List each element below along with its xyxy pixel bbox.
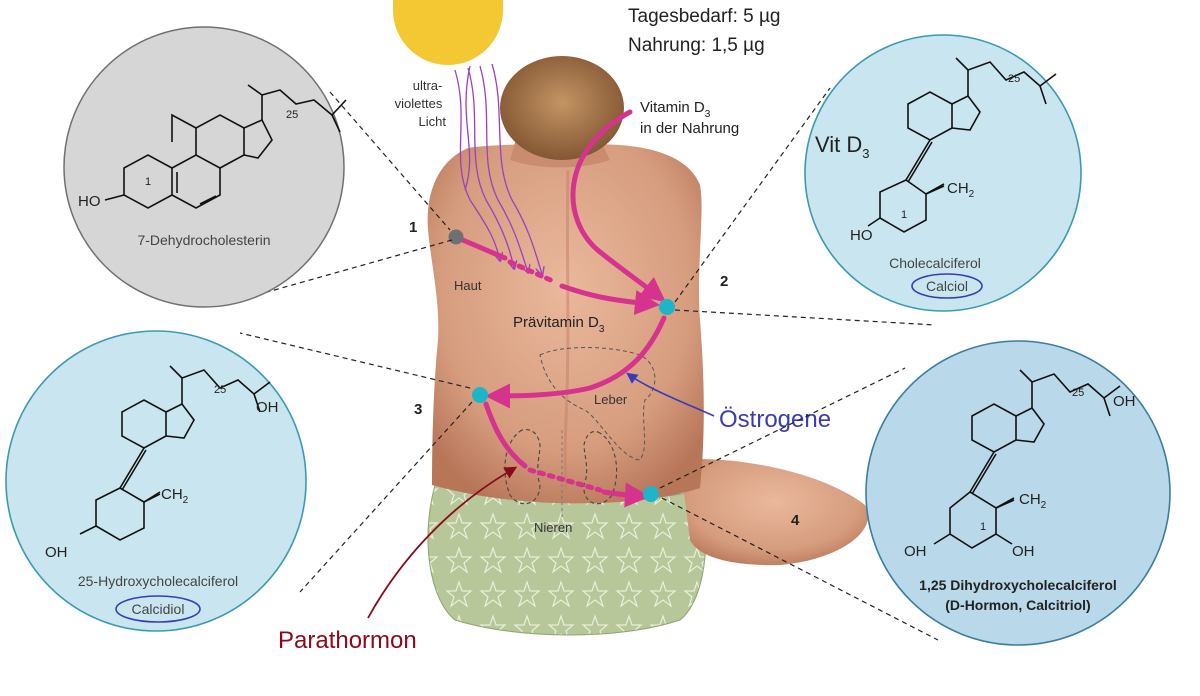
node-skin xyxy=(448,229,464,245)
molecule-name: 7-Dehydrocholesterin xyxy=(137,232,270,248)
svg-text:1: 1 xyxy=(145,176,151,188)
dietary-vitd-label: Vitamin D3 xyxy=(640,99,711,120)
step-2: 2 xyxy=(720,273,728,290)
metabolic-pathway xyxy=(455,109,667,508)
parathormon-label: Parathormon xyxy=(278,627,417,654)
svg-text:CH2: CH2 xyxy=(1019,491,1047,511)
oestrogene-label: Östrogene xyxy=(719,406,831,433)
svg-text:OH: OH xyxy=(1012,543,1035,560)
liver-label: Leber xyxy=(594,392,628,407)
torso xyxy=(427,143,704,504)
skin-label: Haut xyxy=(454,278,482,293)
molecule-calciol: Vit D3 CH2 HO 25 1 Cholecalciferol Calci… xyxy=(804,34,1082,312)
uv-label: ultra- violettes Licht xyxy=(395,78,447,129)
svg-text:CH2: CH2 xyxy=(947,180,975,200)
vit-d3-tag: Vit D3 xyxy=(815,132,870,161)
uv-rays xyxy=(454,63,542,274)
molecule-name: Cholecalciferol xyxy=(889,255,981,271)
molecule-name: 1,25 Dihydroxycholecalciferol xyxy=(919,577,1117,593)
molecule-name: 25-Hydroxycholecalciferol xyxy=(78,573,238,589)
svg-text:1: 1 xyxy=(901,209,907,221)
svg-text:OH: OH xyxy=(904,543,927,560)
svg-text:25: 25 xyxy=(286,109,298,121)
svg-text:HO: HO xyxy=(850,227,873,244)
step-1: 1 xyxy=(409,219,417,236)
molecule-calcidiol: CH2 OH OH 25 25-Hydroxycholecalciferol C… xyxy=(5,330,307,632)
food-intake-text: Nahrung: 1,5 µg xyxy=(628,35,765,56)
node-calciol xyxy=(659,299,675,315)
node-calcitriol xyxy=(643,486,659,502)
svg-text:1: 1 xyxy=(980,521,986,533)
head-hair xyxy=(500,56,624,160)
molecule-short-name: Calciol xyxy=(926,278,968,294)
dietary-vitd-label-2: in der Nahrung xyxy=(640,120,739,137)
molecule-name-2: (D-Hormon, Calcitriol) xyxy=(945,597,1090,613)
parathormon-arrow xyxy=(367,466,518,619)
node-calcidiol xyxy=(472,387,488,403)
step-3: 3 xyxy=(414,401,422,418)
svg-text:25: 25 xyxy=(1008,73,1020,85)
cloth-wrap xyxy=(427,484,707,636)
human-back-figure: Haut Prävitamin D3 Leber Nieren xyxy=(427,56,869,636)
svg-text:HO: HO xyxy=(78,193,101,210)
svg-text:OH: OH xyxy=(1113,393,1136,410)
molecule-7-dehydrocholesterin: HO 25 1 7-Dehydrocholesterin xyxy=(63,26,347,308)
previtamin-label: Prävitamin D3 xyxy=(513,314,605,335)
svg-text:OH: OH xyxy=(45,544,68,561)
kidneys-label: Nieren xyxy=(534,520,572,535)
molecule-short-name: Calcidiol xyxy=(132,601,185,617)
svg-text:25: 25 xyxy=(214,384,226,396)
leader-lines xyxy=(239,87,939,641)
oestrogene-arrow xyxy=(626,372,715,417)
step-4: 4 xyxy=(791,512,800,529)
svg-text:OH: OH xyxy=(256,399,279,416)
svg-text:CH2: CH2 xyxy=(161,486,189,506)
liver-outline xyxy=(539,347,656,461)
molecule-calcitriol: CH2 OH OH OH 25 1 1,25 Dihydroxycholecal… xyxy=(865,340,1171,646)
daily-need-text: Tagesbedarf: 5 µg xyxy=(628,6,781,27)
right-knee xyxy=(680,459,869,566)
sun xyxy=(393,0,503,65)
svg-text:25: 25 xyxy=(1072,387,1084,399)
